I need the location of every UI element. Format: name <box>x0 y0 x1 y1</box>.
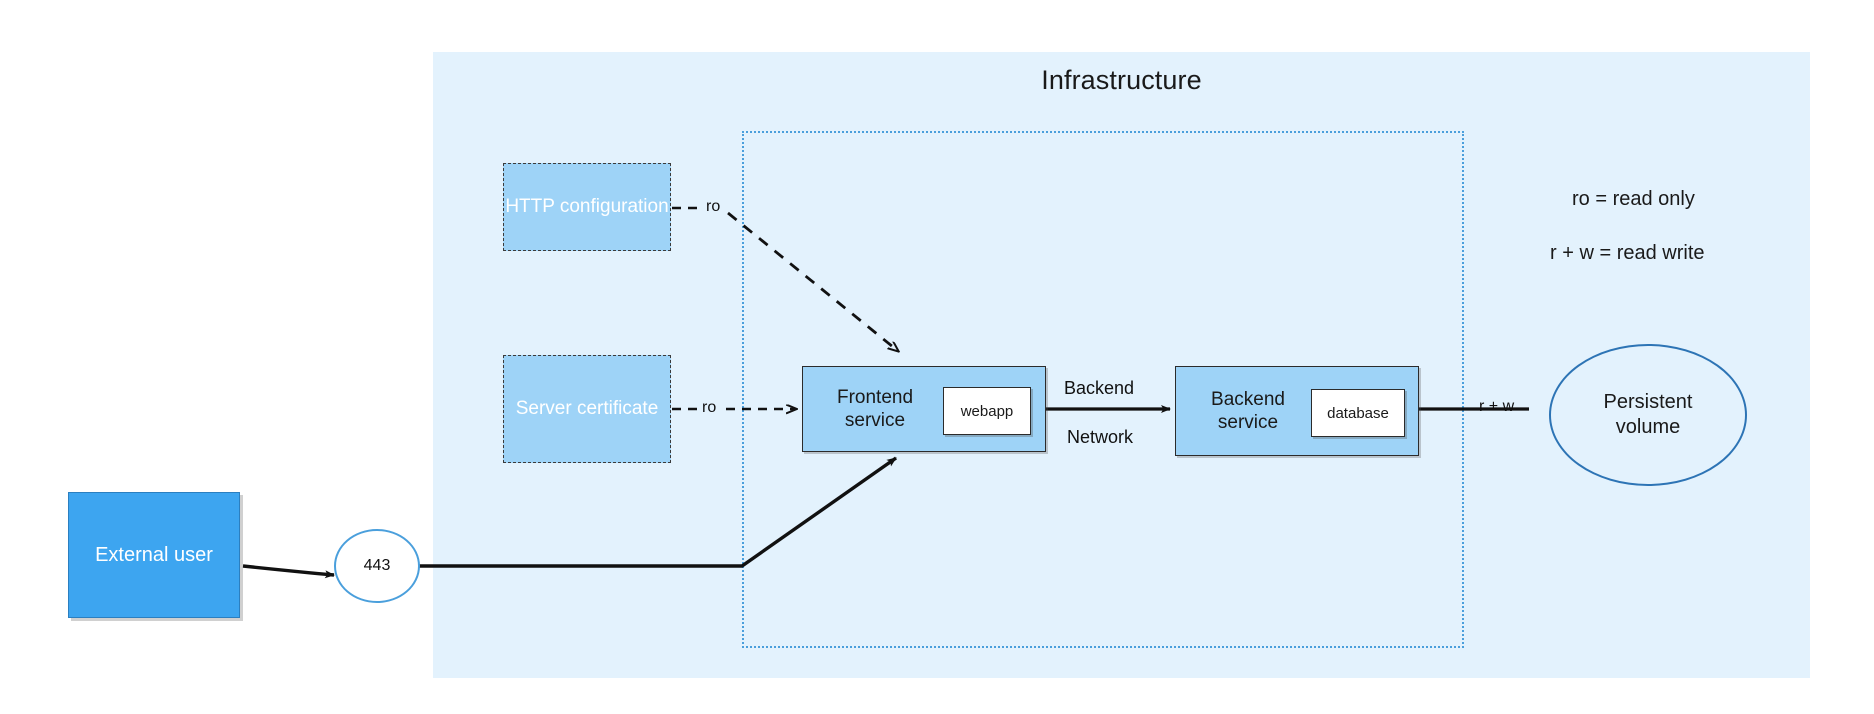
node-server-certificate[interactable]: Server certificate <box>503 355 671 463</box>
persistent-volume-label-line2: volume <box>1615 416 1681 438</box>
infrastructure-title: Infrastructure <box>1041 65 1202 95</box>
node-http-configuration[interactable]: HTTP configuration <box>503 163 671 251</box>
edge-external-user-to-port <box>242 564 335 579</box>
container-database[interactable]: database <box>1311 389 1405 437</box>
frontend-service-label-line2: service <box>844 410 906 431</box>
node-frontend-service[interactable]: Frontend service webapp <box>802 366 1046 452</box>
edge-label-backend-network-line1: Backend <box>1064 378 1135 398</box>
edge-label-server-cert-ro: ro <box>702 399 717 416</box>
edge-label-backend-volume-rw: r + w <box>1479 398 1515 415</box>
node-backend-service[interactable]: Backend service database <box>1175 366 1419 456</box>
container-database-label: database <box>1327 404 1389 422</box>
server-certificate-label: Server certificate <box>515 398 659 419</box>
node-persistent-volume[interactable]: Persistent volume <box>1549 344 1747 486</box>
backend-service-label-line2: service <box>1217 412 1279 433</box>
http-configuration-label: HTTP configuration <box>505 196 669 217</box>
legend-item-read-only: ro = read only <box>1572 188 1695 210</box>
node-external-user[interactable]: External user <box>68 492 240 618</box>
port-443-label: 443 <box>363 557 391 574</box>
edge-label-http-config-ro: ro <box>706 198 721 215</box>
frontend-service-label: Frontend service <box>817 386 933 432</box>
node-port-443[interactable]: 443 <box>334 529 420 603</box>
backend-service-label-line1: Backend <box>1211 388 1285 410</box>
persistent-volume-label: Persistent volume <box>1604 390 1693 440</box>
persistent-volume-label-line1: Persistent <box>1603 391 1693 414</box>
container-webapp-label: webapp <box>960 402 1014 420</box>
legend-item-read-write: r + w = read write <box>1550 242 1705 264</box>
external-user-label: External user <box>95 543 213 566</box>
edge-label-backend-network-line2: Network <box>1067 427 1134 447</box>
frontend-service-label-line1: Frontend <box>836 386 914 408</box>
container-webapp[interactable]: webapp <box>943 387 1031 435</box>
network-boundary <box>742 131 1464 648</box>
backend-service-label: Backend service <box>1190 388 1306 434</box>
